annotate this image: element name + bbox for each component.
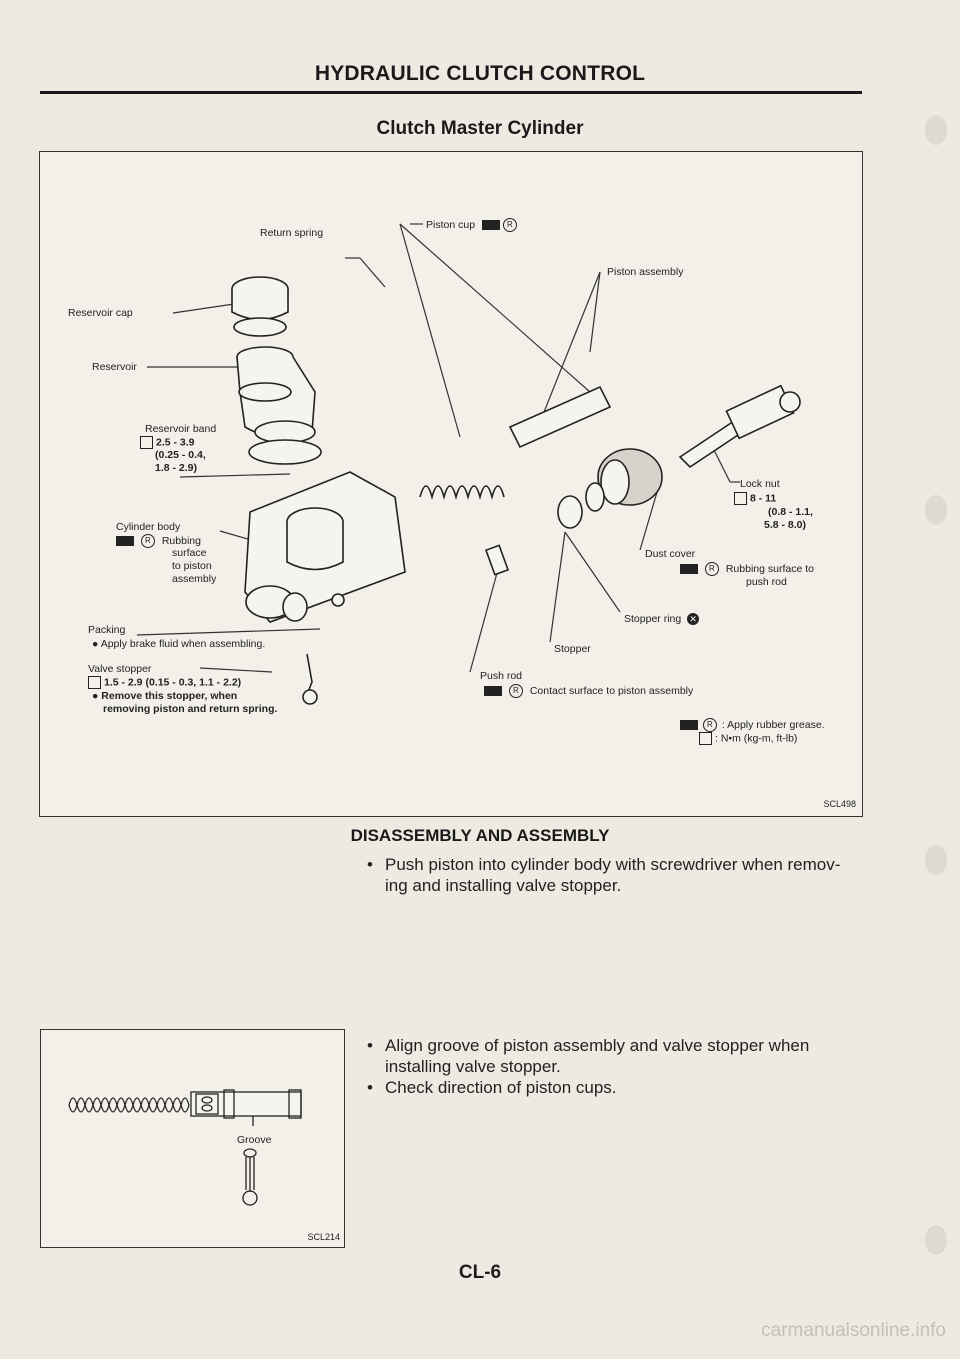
rubber-grease-icon (484, 686, 502, 696)
watermark: carmanualsonline.info (761, 1320, 946, 1341)
label-lock-nut-torque2: (0.8 - 1.1, (768, 506, 813, 518)
torque-wrench-icon (140, 436, 153, 449)
label-lock-nut-torque1: 8 - 11 (734, 492, 776, 505)
label-rubbing-surface-3: to piston (172, 560, 212, 572)
label-packing: Packing (88, 624, 126, 636)
master-cylinder-exploded-view (136, 223, 801, 705)
figure-code: SCL214 (307, 1232, 340, 1242)
rubber-grease-icon (680, 564, 698, 574)
label-lock-nut-torque3: 5.8 - 8.0) (764, 519, 807, 531)
binder-hole (925, 1225, 947, 1255)
label-lock-nut: Lock nut (740, 478, 780, 490)
label-valve-stopper-note2: removing piston and return spring. (103, 703, 278, 715)
label-stopper-ring: Stopper ring ✕ (624, 613, 700, 626)
label-cylinder-body: Cylinder body (116, 521, 181, 533)
label-packing-note: ● Apply brake fluid when assembling. (92, 638, 266, 650)
r-circle-icon: R (502, 218, 517, 232)
label-push-rod: Push rod (480, 670, 523, 682)
label-reservoir-band: Reservoir band (145, 423, 217, 435)
label-reservoir-band-torque: 2.5 - 3.9 (140, 436, 195, 449)
figure-code: SCL498 (823, 799, 856, 809)
page-number: CL-6 (458, 1262, 502, 1283)
instruction-bullet-2: • Align groove of piston assembly and va… (367, 1036, 810, 1076)
instruction-bullet-3: • Check direction of piston cups. (367, 1078, 617, 1097)
label-piston-cup: Piston cup R (426, 218, 517, 232)
label-valve-stopper-note1: ● Remove this stopper, when (92, 690, 238, 702)
label-return-spring: Return spring (260, 227, 324, 239)
replace-x-icon: ✕ (687, 613, 700, 626)
binder-hole (925, 845, 947, 875)
r-circle-icon: R (508, 684, 523, 698)
rubber-grease-icon (680, 720, 698, 730)
binder-hole (925, 495, 947, 525)
legend-torque: : N•m (kg-m, ft-lb) (699, 732, 797, 745)
section-title: HYDRAULIC CLUTCH CONTROL (314, 62, 646, 85)
label-dust-cover-note2: push rod (746, 576, 787, 588)
label-reservoir-cap: Reservoir cap (68, 307, 133, 319)
r-circle-icon: R (140, 534, 155, 548)
label-rubbing-surface: R Rubbing (116, 534, 201, 548)
torque-wrench-icon (88, 676, 101, 689)
binder-hole (925, 115, 947, 145)
rubber-grease-icon (481, 220, 500, 230)
disassembly-heading: DISASSEMBLY AND ASSEMBLY (350, 826, 610, 845)
label-reservoir-band-torque-3: 1.8 - 2.9) (155, 462, 198, 474)
piston-groove-drawing (68, 1089, 302, 1206)
legend-grease: R : Apply rubber grease. (680, 718, 825, 732)
label-stopper: Stopper (554, 643, 591, 655)
r-circle-icon: R (702, 718, 717, 732)
label-dust-cover-note: R Rubbing surface to (680, 562, 814, 576)
r-circle-icon: R (704, 562, 719, 576)
label-groove: Groove (237, 1134, 272, 1146)
torque-wrench-icon (699, 732, 712, 745)
master-cylinder-figure: Return spring Piston cup R Piston assemb… (39, 151, 863, 817)
label-dust-cover: Dust cover (645, 548, 696, 560)
label-reservoir-band-torque-2: (0.25 - 0.4, (155, 449, 206, 461)
piston-groove-figure: Groove SCL214 (40, 1029, 345, 1248)
label-rubbing-surface-2: surface (172, 547, 207, 559)
header-rule (40, 91, 862, 94)
label-valve-stopper-torque: 1.5 - 2.9 (0.15 - 0.3, 1.1 - 2.2) (88, 676, 241, 689)
sub-title: Clutch Master Cylinder (376, 118, 584, 139)
label-rubbing-surface-4: assembly (172, 573, 217, 585)
instruction-bullet-1: • Push piston into cylinder body with sc… (367, 855, 841, 895)
label-valve-stopper: Valve stopper (88, 663, 152, 675)
torque-wrench-icon (734, 492, 747, 505)
label-push-rod-note: R Contact surface to piston assembly (484, 684, 693, 698)
label-piston-assembly: Piston assembly (607, 266, 684, 278)
label-reservoir: Reservoir (92, 361, 137, 373)
rubber-grease-icon (116, 536, 134, 546)
